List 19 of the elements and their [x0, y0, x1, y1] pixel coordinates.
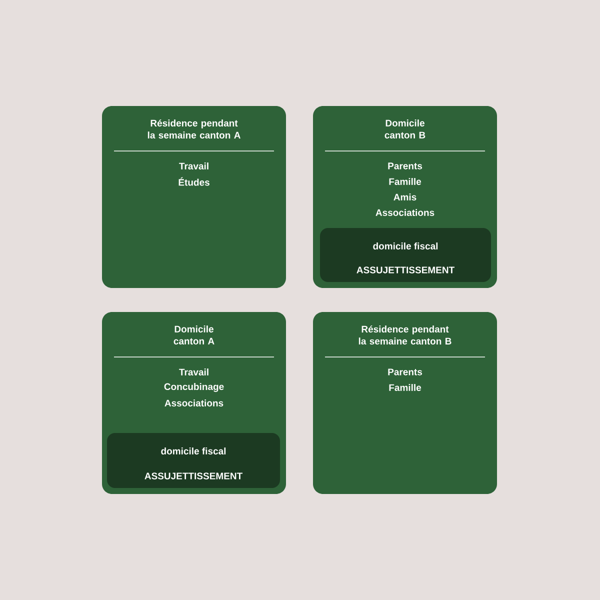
list-item: Travail	[179, 368, 208, 376]
list-item: Parents	[388, 162, 422, 170]
card-heading: Domicile canton B	[384, 120, 426, 138]
list-item: Concubinage	[164, 383, 224, 392]
box-text: domicile fiscal	[161, 448, 226, 454]
list-item: Associations	[376, 209, 434, 216]
card-heading: Résidence pendant la semaine canton A	[148, 119, 240, 139]
card-heading: Résidence pendant la semaine canton B	[358, 325, 452, 345]
card-heading: Domicile canton A	[174, 326, 214, 344]
box-text: ASSUJETTISSEMENT	[144, 472, 242, 480]
list-item: Famille	[389, 384, 422, 391]
list-item: Études	[178, 177, 210, 186]
list-item: Associations	[164, 400, 224, 406]
box-text: domicile fiscal	[373, 242, 438, 250]
list-item: Famille	[389, 178, 422, 185]
list-item: Amis	[394, 194, 416, 200]
list-item: Travail	[179, 162, 208, 170]
list-item: Parents	[388, 368, 422, 376]
box-text: ASSUJETTISSEMENT	[356, 266, 454, 274]
